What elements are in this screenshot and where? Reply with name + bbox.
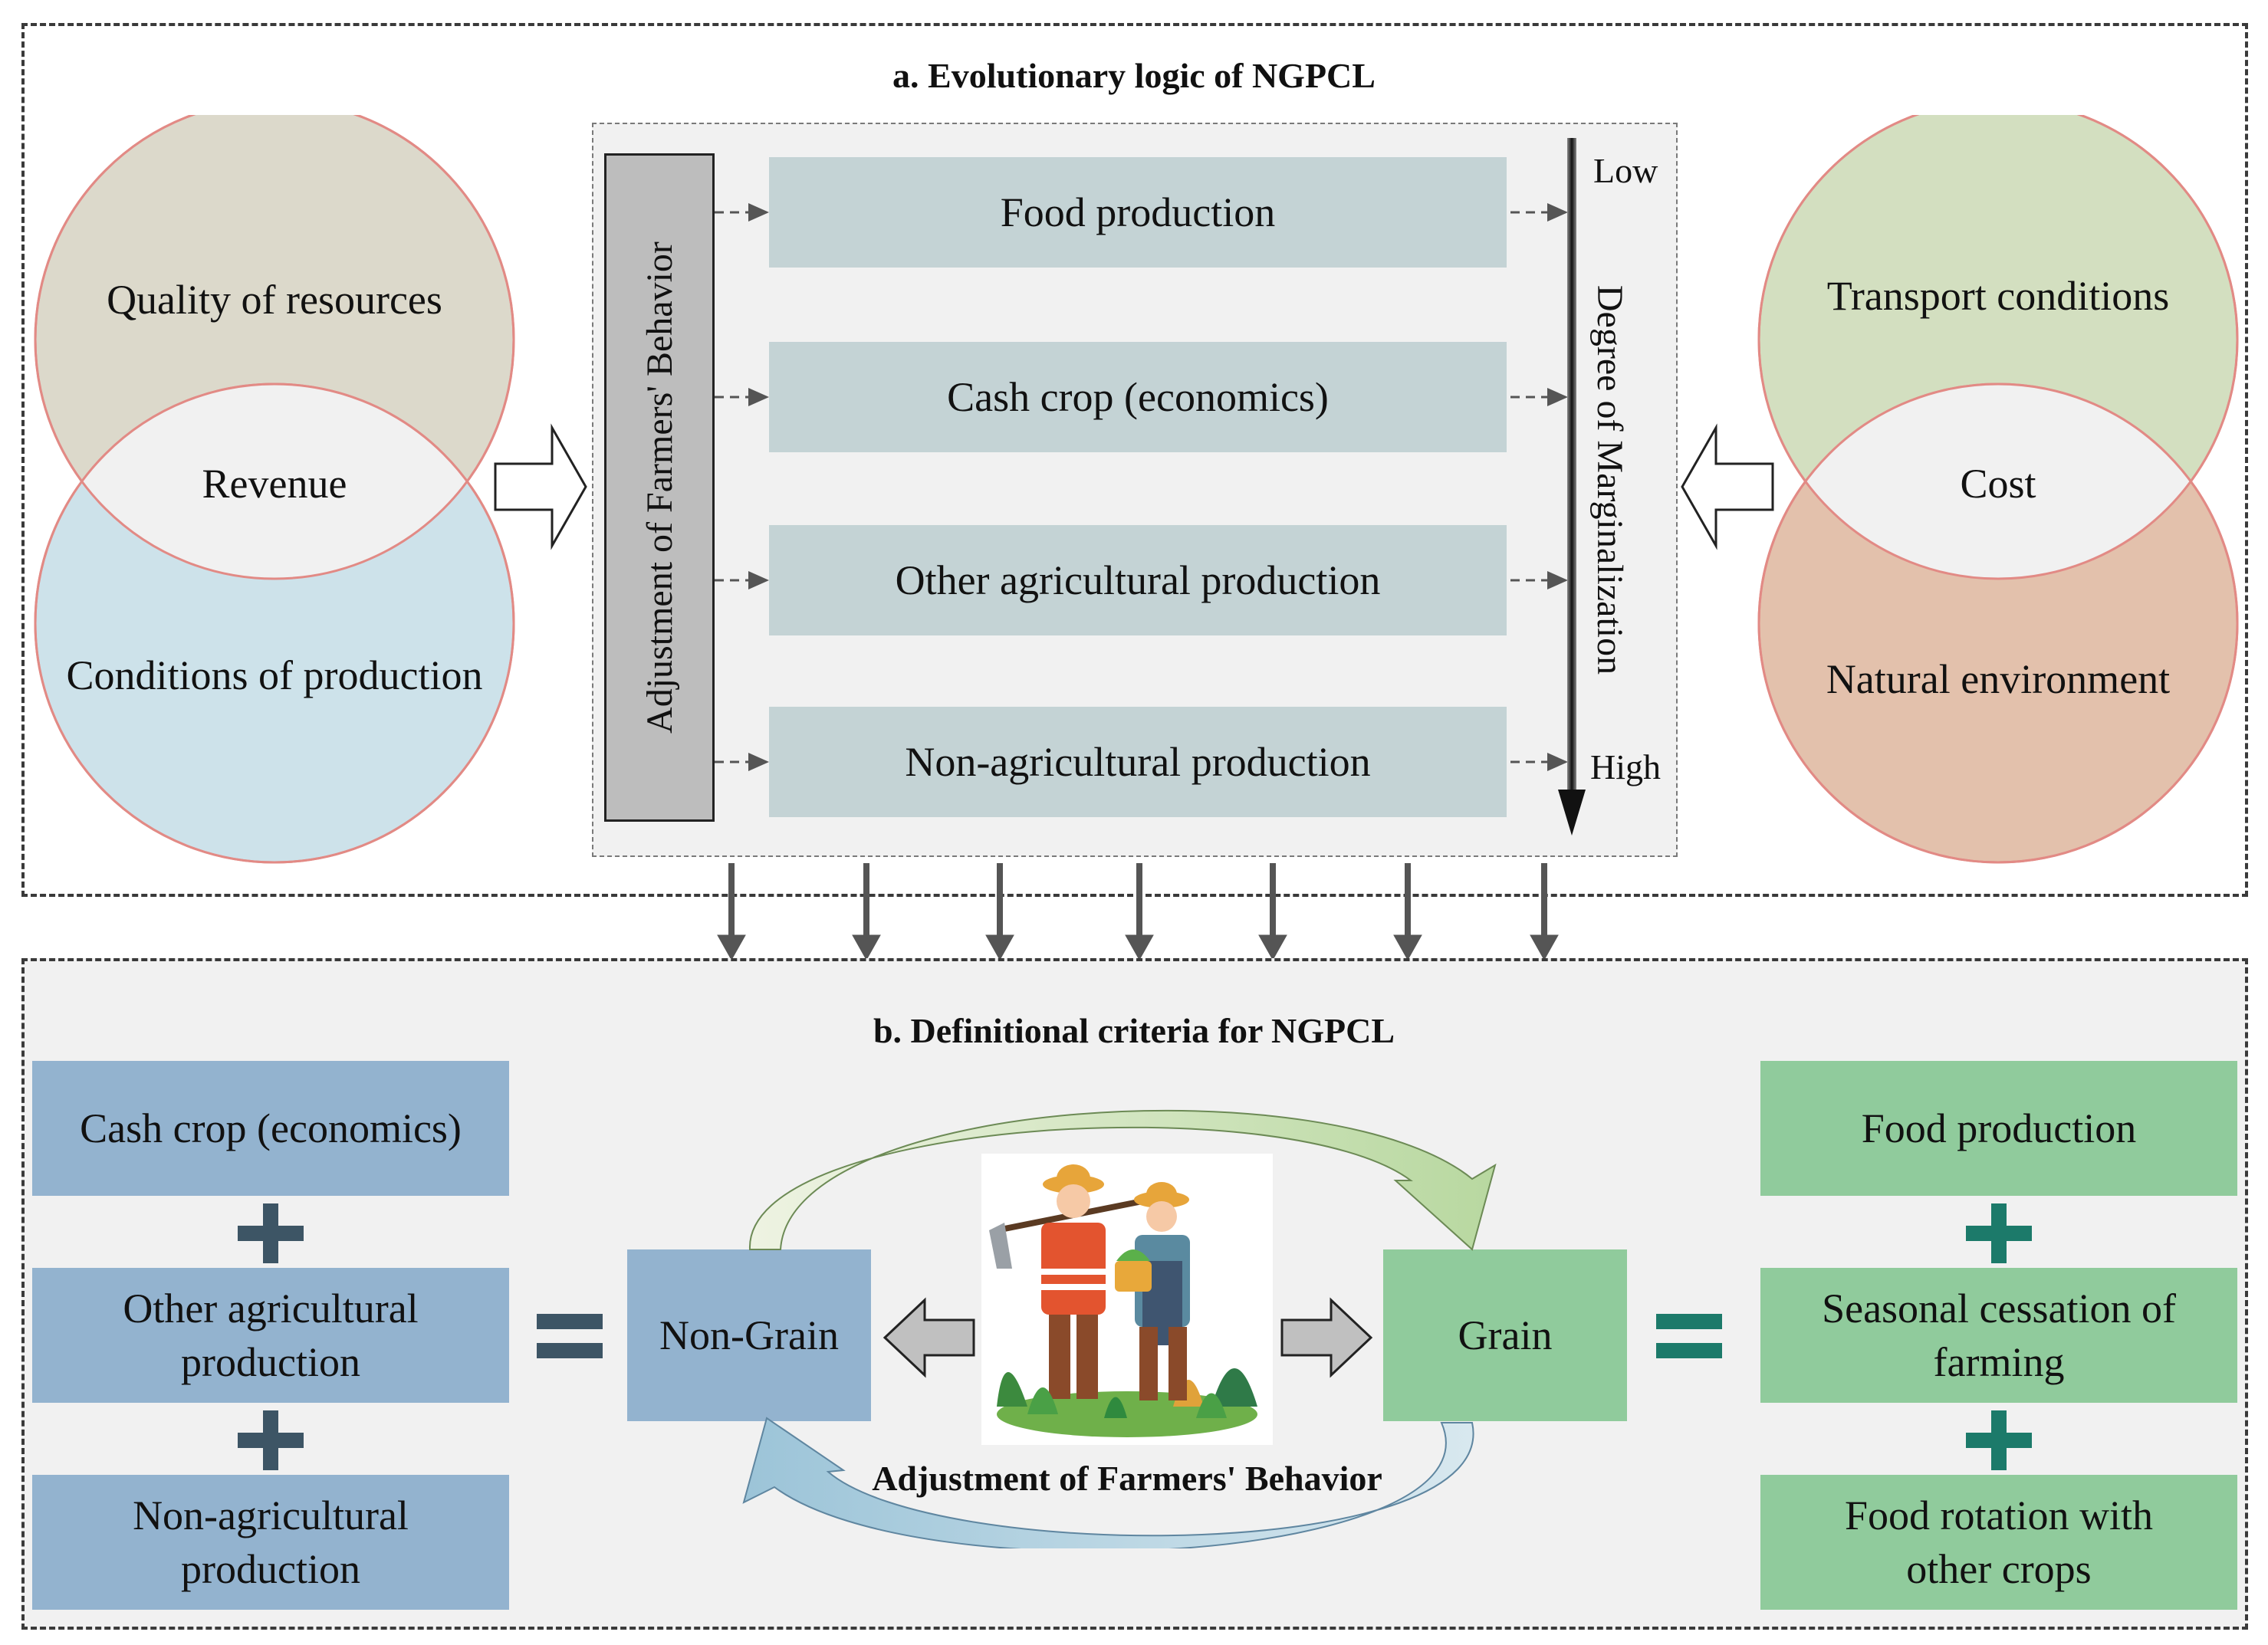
arrow-to-grain [1280,1297,1373,1378]
right-item-seasonal-cessation: Seasonal cessation of farming [1760,1268,2237,1403]
right-venn-diagram [1757,115,2239,864]
cycle-arrows [742,1109,1497,1548]
farmers-behavior-bar [604,153,715,822]
farmers-behavior-label: Adjustment of Farmers' Behavior [639,241,680,734]
arrow-nongrain-to-grain [748,1109,1497,1251]
right-item-food-production: Food production [1760,1061,2237,1196]
down-arrow [1125,863,1154,961]
down-arrow [1530,863,1559,961]
marginalization-label: Degree of Marginalization [1589,284,1631,675]
row-connector-arrows [715,203,1568,771]
plus-icon [1966,1410,2032,1470]
grain-box: Grain [1383,1249,1627,1421]
row-food-production: Food production [769,157,1507,268]
venn-label-cost: Cost [1960,461,2036,507]
left-item-cash-crop: Cash crop (economics) [32,1061,509,1196]
left-item-non-agricultural: Non-agricultural production [32,1475,509,1610]
right-item-food-rotation: Food rotation with other crops [1760,1475,2237,1610]
down-arrow [852,863,881,961]
down-arrow [1258,863,1287,961]
panel-a-frame [21,23,2248,897]
left-venn-diagram [34,115,515,864]
equals-icon [1656,1314,1722,1358]
non-grain-box: Non-Grain [627,1249,871,1421]
marginalization-arrow [1558,138,1586,836]
hollow-arrow-left [1681,423,1774,550]
left-item-other-agricultural: Other agricultural production [32,1268,509,1403]
arrow-to-nongrain [883,1297,975,1378]
venn-overlap-revenue [35,384,514,579]
venn-overlap-cost [1759,384,2237,579]
plus-icon [1966,1203,2032,1263]
hollow-arrow-right [494,423,587,550]
plus-icon [238,1410,304,1470]
axis-low-label: Low [1593,151,1658,190]
farmers-illustration [981,1154,1273,1445]
panel-a-title: a. Evolutionary logic of NGPCL [892,56,1376,95]
venn-label-transport: Transport conditions [1826,273,2170,319]
panel-connector-arrows [717,863,1559,961]
row-cash-crop: Cash crop (economics) [769,342,1507,452]
down-arrow [985,863,1014,961]
row-other-agricultural: Other agricultural production [769,525,1507,635]
row-non-agricultural: Non-agricultural production [769,707,1507,817]
down-arrow [1393,863,1422,961]
venn-label-revenue: Revenue [202,461,347,507]
center-caption: Adjustment of Farmers' Behavior [872,1459,1382,1498]
plus-icon [238,1203,304,1263]
panel-b-title: b. Definitional criteria for NGPCL [873,1011,1395,1050]
equals-icon [537,1314,603,1358]
arrow-grain-to-nongrain [742,1417,1474,1548]
venn-label-quality: Quality of resources [107,277,442,323]
axis-high-label: High [1590,747,1661,786]
venn-label-conditions: Conditions of production [66,652,483,698]
down-arrow [717,863,746,961]
venn-label-natural: Natural environment [1826,656,2171,702]
